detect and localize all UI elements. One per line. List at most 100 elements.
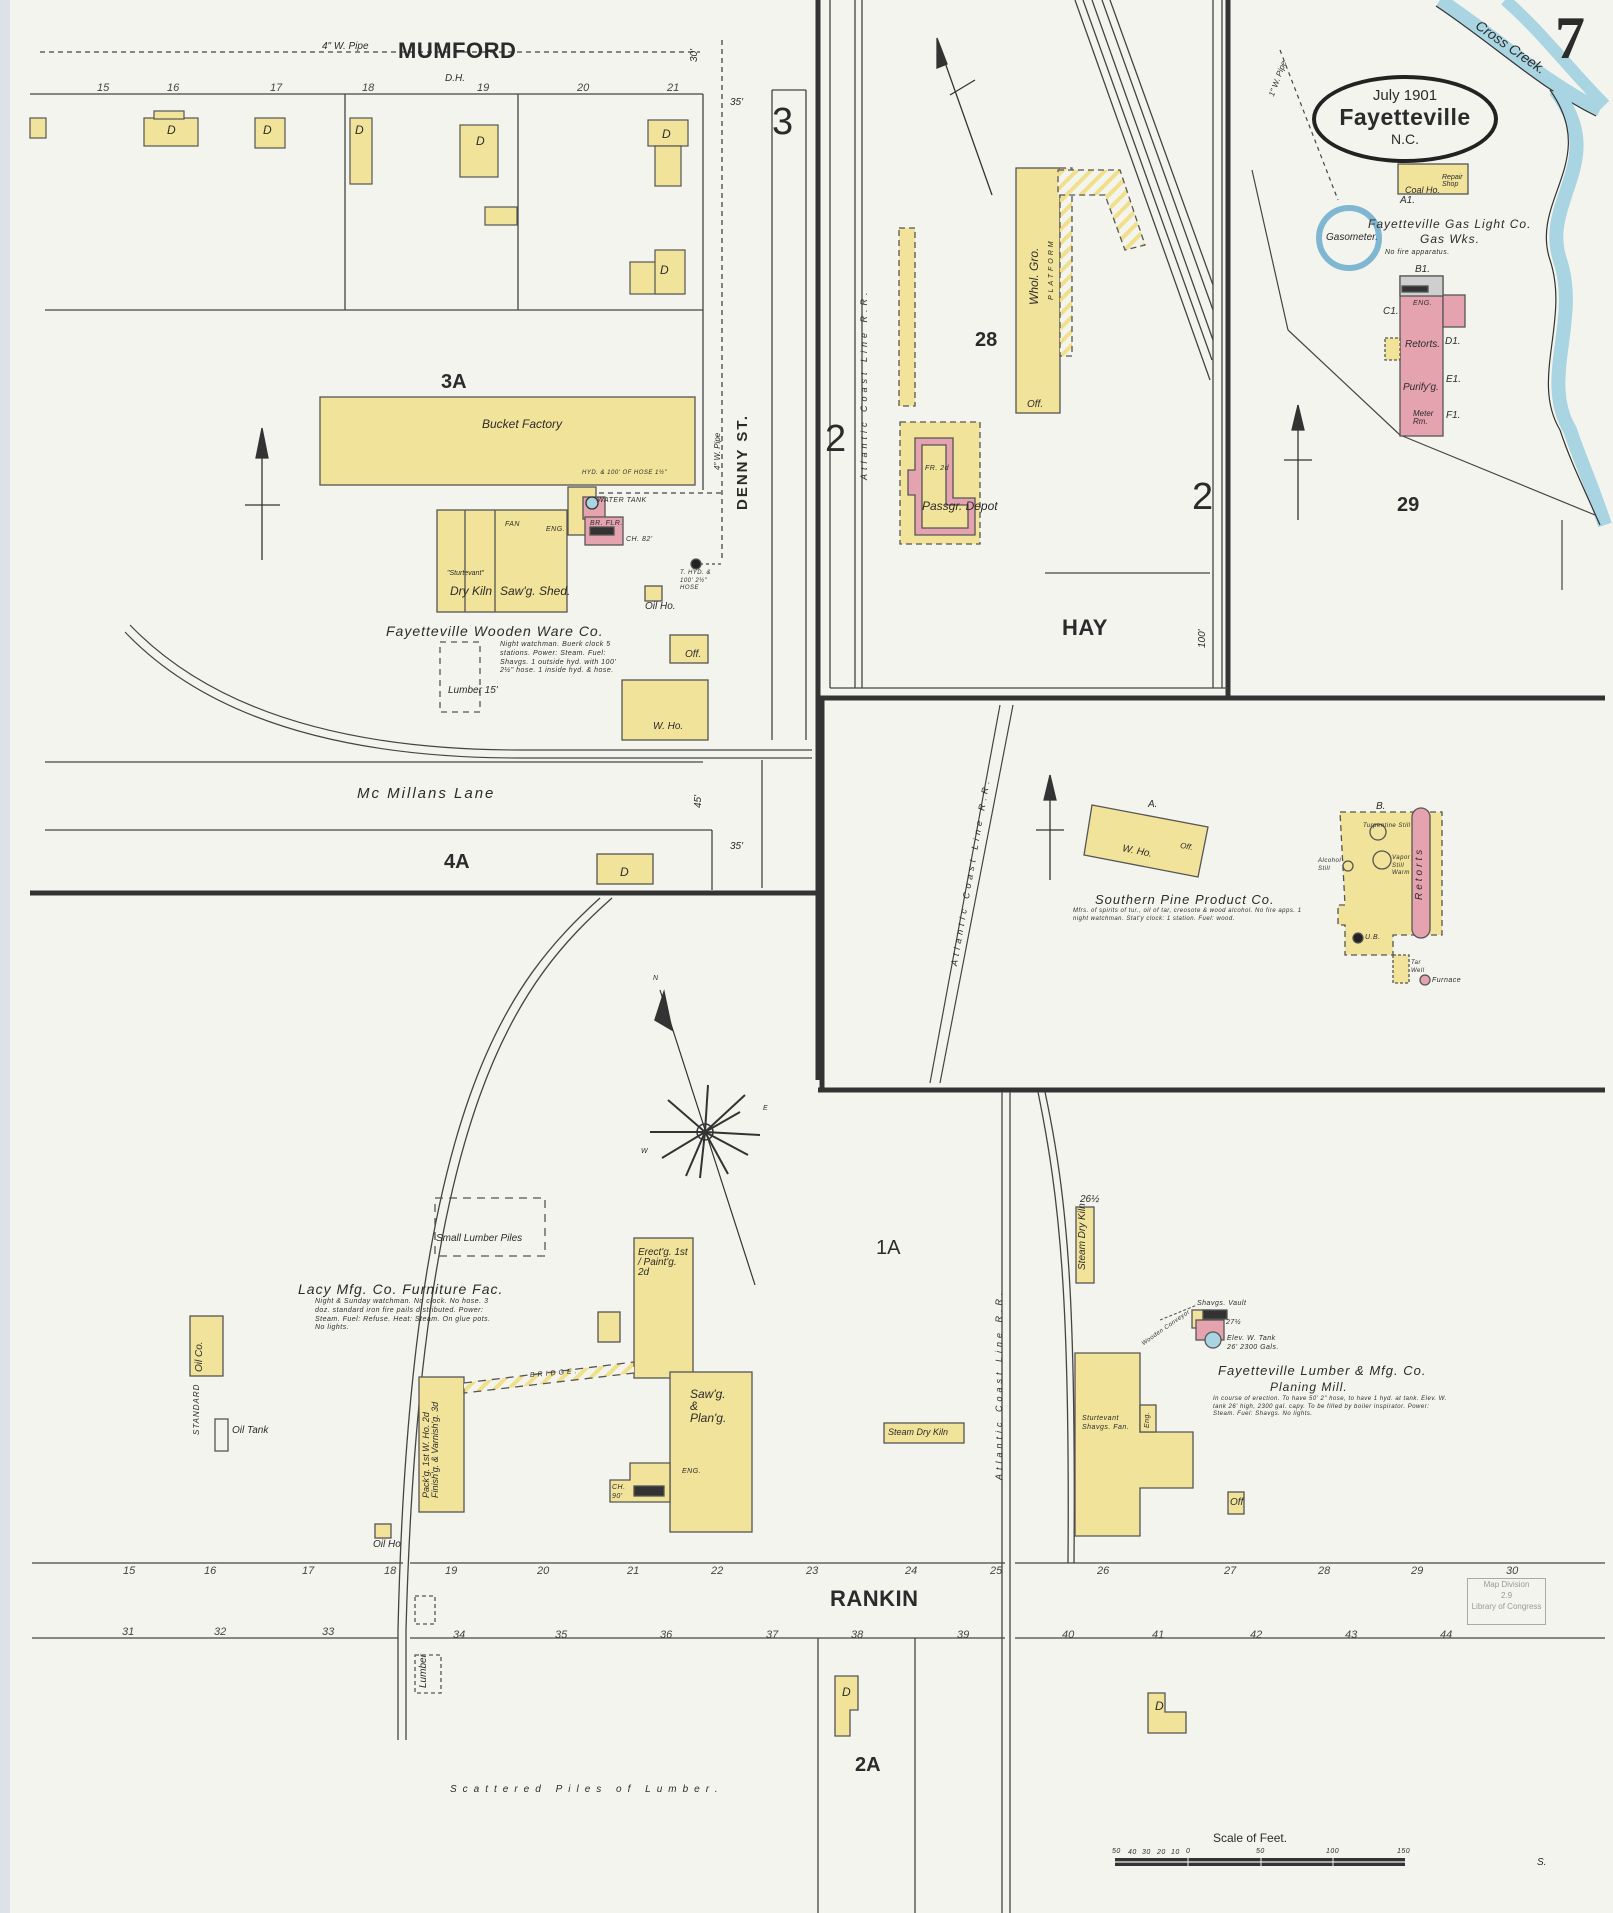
scale-title: Scale of Feet. bbox=[1213, 1831, 1288, 1845]
elevated-tank-label: Elev. W. Tank 26' 2300 Gals. bbox=[1227, 1335, 1279, 1351]
street-rankin: RANKIN bbox=[830, 1586, 919, 1611]
bucket-factory-label: Bucket Factory bbox=[482, 417, 563, 431]
oil-house-label: Oil Ho bbox=[373, 1539, 401, 1550]
sawing-planing-label: Saw'g. & Plan'g. bbox=[690, 1387, 727, 1425]
block-1a: 1A bbox=[876, 1237, 901, 1259]
dwelling-label: D bbox=[476, 134, 485, 148]
boiler-floor-label: BR. FLR. bbox=[590, 520, 623, 527]
hay-width: 100' bbox=[1197, 629, 1208, 648]
repair-shop-label: Repair Shop bbox=[1442, 174, 1463, 188]
sawg-shed-label: Saw'g. Shed. bbox=[500, 584, 571, 598]
adjoining-sheet-2-left: 2 bbox=[825, 418, 847, 460]
southern-pine-buildings bbox=[1083, 804, 1443, 986]
water-tank-label: WATER TANK bbox=[597, 497, 647, 504]
street-mcmillans-lane: Mc Millans Lane bbox=[357, 785, 496, 802]
compass-w: W bbox=[641, 1148, 649, 1155]
address-number: 43 bbox=[1345, 1629, 1358, 1641]
address-number: 34 bbox=[453, 1629, 466, 1641]
stamp-line-1: Map Division bbox=[1483, 1580, 1530, 1589]
gas-eng-label: ENG. bbox=[1413, 300, 1433, 307]
address-number: 32 bbox=[214, 1626, 227, 1638]
lower-block-lines bbox=[32, 897, 1605, 1913]
scale-tick: 10 bbox=[1171, 1849, 1180, 1856]
dwelling-label: D bbox=[355, 123, 364, 137]
lacy-notes: Night & Sunday watchman. No clock. No ho… bbox=[315, 1298, 491, 1332]
gas-section-letter: C1. bbox=[1383, 306, 1399, 317]
address-number: 33 bbox=[322, 1626, 335, 1638]
address-number: 40 bbox=[1062, 1629, 1075, 1641]
adjoining-sheet-2-right: 2 bbox=[1192, 476, 1214, 518]
address-number: 21 bbox=[627, 1565, 640, 1577]
address-number: 37 bbox=[766, 1629, 779, 1641]
compass-n: N bbox=[653, 975, 659, 982]
dwelling-label: D bbox=[620, 865, 629, 879]
lumber-eng-label: Eng. bbox=[1144, 1411, 1151, 1428]
address-number: 29 bbox=[1411, 1565, 1424, 1577]
passenger-depot-label: Passgr. Depot bbox=[922, 499, 998, 513]
gas-works-note: No fire apparatus. bbox=[1385, 249, 1450, 256]
oil-co-label: Oil Co. bbox=[194, 1341, 205, 1372]
address-number: 17 bbox=[270, 82, 283, 94]
depot-office-label: Off. bbox=[1027, 399, 1044, 410]
address-number: 22 bbox=[711, 1565, 724, 1577]
retorts-label: Retorts. bbox=[1405, 339, 1441, 350]
dwelling-label: D bbox=[1155, 1699, 1164, 1713]
mumford-pipe: 4" W. Pipe bbox=[322, 41, 369, 52]
address-number: 18 bbox=[362, 82, 375, 94]
lane-width: 45' bbox=[693, 794, 704, 808]
pine-block-lines bbox=[929, 704, 1014, 1084]
address-number: 15 bbox=[97, 82, 110, 94]
oil-house-label: Oil Ho. bbox=[645, 601, 676, 612]
dwelling-label: D bbox=[842, 1685, 851, 1699]
lumber-office-label: Off bbox=[1230, 1497, 1244, 1508]
scale-tick: 50 bbox=[1112, 1848, 1121, 1855]
lumber-mfg-notes: In course of erection. To have 50' 2" ho… bbox=[1213, 1396, 1447, 1417]
sheet-number: 7 bbox=[1555, 5, 1585, 71]
block-3a: 3A bbox=[441, 371, 467, 393]
map-state: N.C. bbox=[1391, 131, 1419, 147]
chimney-height-label: CH. 82' bbox=[626, 536, 653, 543]
platform-label: PLATFORM bbox=[1048, 238, 1055, 300]
pine-retorts-label: Retorts bbox=[1414, 846, 1425, 900]
lumber-pile-label: Lumber bbox=[418, 1654, 429, 1688]
mumford-width: 30' bbox=[689, 48, 700, 62]
packing-building-label: Pack'g. 1st W. Ho. 2d Finish'g. & Varnis… bbox=[421, 1401, 440, 1498]
gas-section-letter: B1. bbox=[1415, 264, 1431, 275]
meter-room-label: Meter Rm. bbox=[1413, 409, 1434, 426]
railroad-label-upper: Atlantic Coast Line R.R. bbox=[859, 288, 869, 480]
wholesale-grocery-label: Whol. Gro. bbox=[1027, 247, 1041, 305]
fan-label: FAN bbox=[505, 521, 520, 528]
dwelling-label: D bbox=[263, 123, 272, 137]
scattered-lumber-label: Scattered Piles of Lumber. bbox=[450, 1784, 724, 1795]
sheet-section-borders bbox=[30, 0, 1605, 1093]
lumber-mfg-subtitle: Planing Mill. bbox=[1270, 1380, 1348, 1394]
dwelling-label: D bbox=[167, 123, 176, 137]
scale-tick: 150 bbox=[1397, 1848, 1411, 1855]
wooden-ware-notes: Night watchman. Buerk clock 5 stations. … bbox=[500, 641, 617, 675]
furnace-label: Furnace bbox=[1432, 977, 1462, 984]
north-arrow-icon bbox=[1284, 404, 1312, 520]
gas-section-letter: E1. bbox=[1446, 374, 1462, 385]
gas-section-letter: A1. bbox=[1400, 195, 1416, 206]
adjoining-sheet-3: 3 bbox=[772, 101, 794, 143]
block-4a: 4A bbox=[444, 851, 470, 873]
north-arrow-icon bbox=[245, 427, 280, 560]
stamp-line-2: 2.9 bbox=[1500, 1591, 1513, 1601]
address-number: 19 bbox=[477, 82, 490, 94]
lane-width-2: 35' bbox=[730, 841, 744, 852]
map-date: July 1901 bbox=[1372, 87, 1438, 104]
lumber-mfg-company-name: Fayetteville Lumber & Mfg. Co. bbox=[1218, 1363, 1427, 1378]
address-number: 41 bbox=[1152, 1629, 1165, 1641]
gasometer-icon bbox=[1316, 205, 1382, 271]
turpentine-still-label: Turpentine Still bbox=[1363, 823, 1411, 829]
tar-well-label: Tar Well bbox=[1411, 960, 1425, 974]
lacy-company-name: Lacy Mfg. Co. Furniture Fac. bbox=[298, 1281, 504, 1297]
steam-dry-kiln-height: 26½ bbox=[1080, 1194, 1100, 1205]
gas-works-buildings bbox=[1384, 163, 1469, 437]
scale-tick: 50 bbox=[1256, 1848, 1265, 1855]
steam-dry-kiln-label: Steam Dry Kiln bbox=[1077, 1203, 1088, 1270]
small-lumber-piles-label: Small Lumber Piles bbox=[436, 1233, 523, 1244]
gas-section-letter: D1. bbox=[1445, 336, 1461, 347]
